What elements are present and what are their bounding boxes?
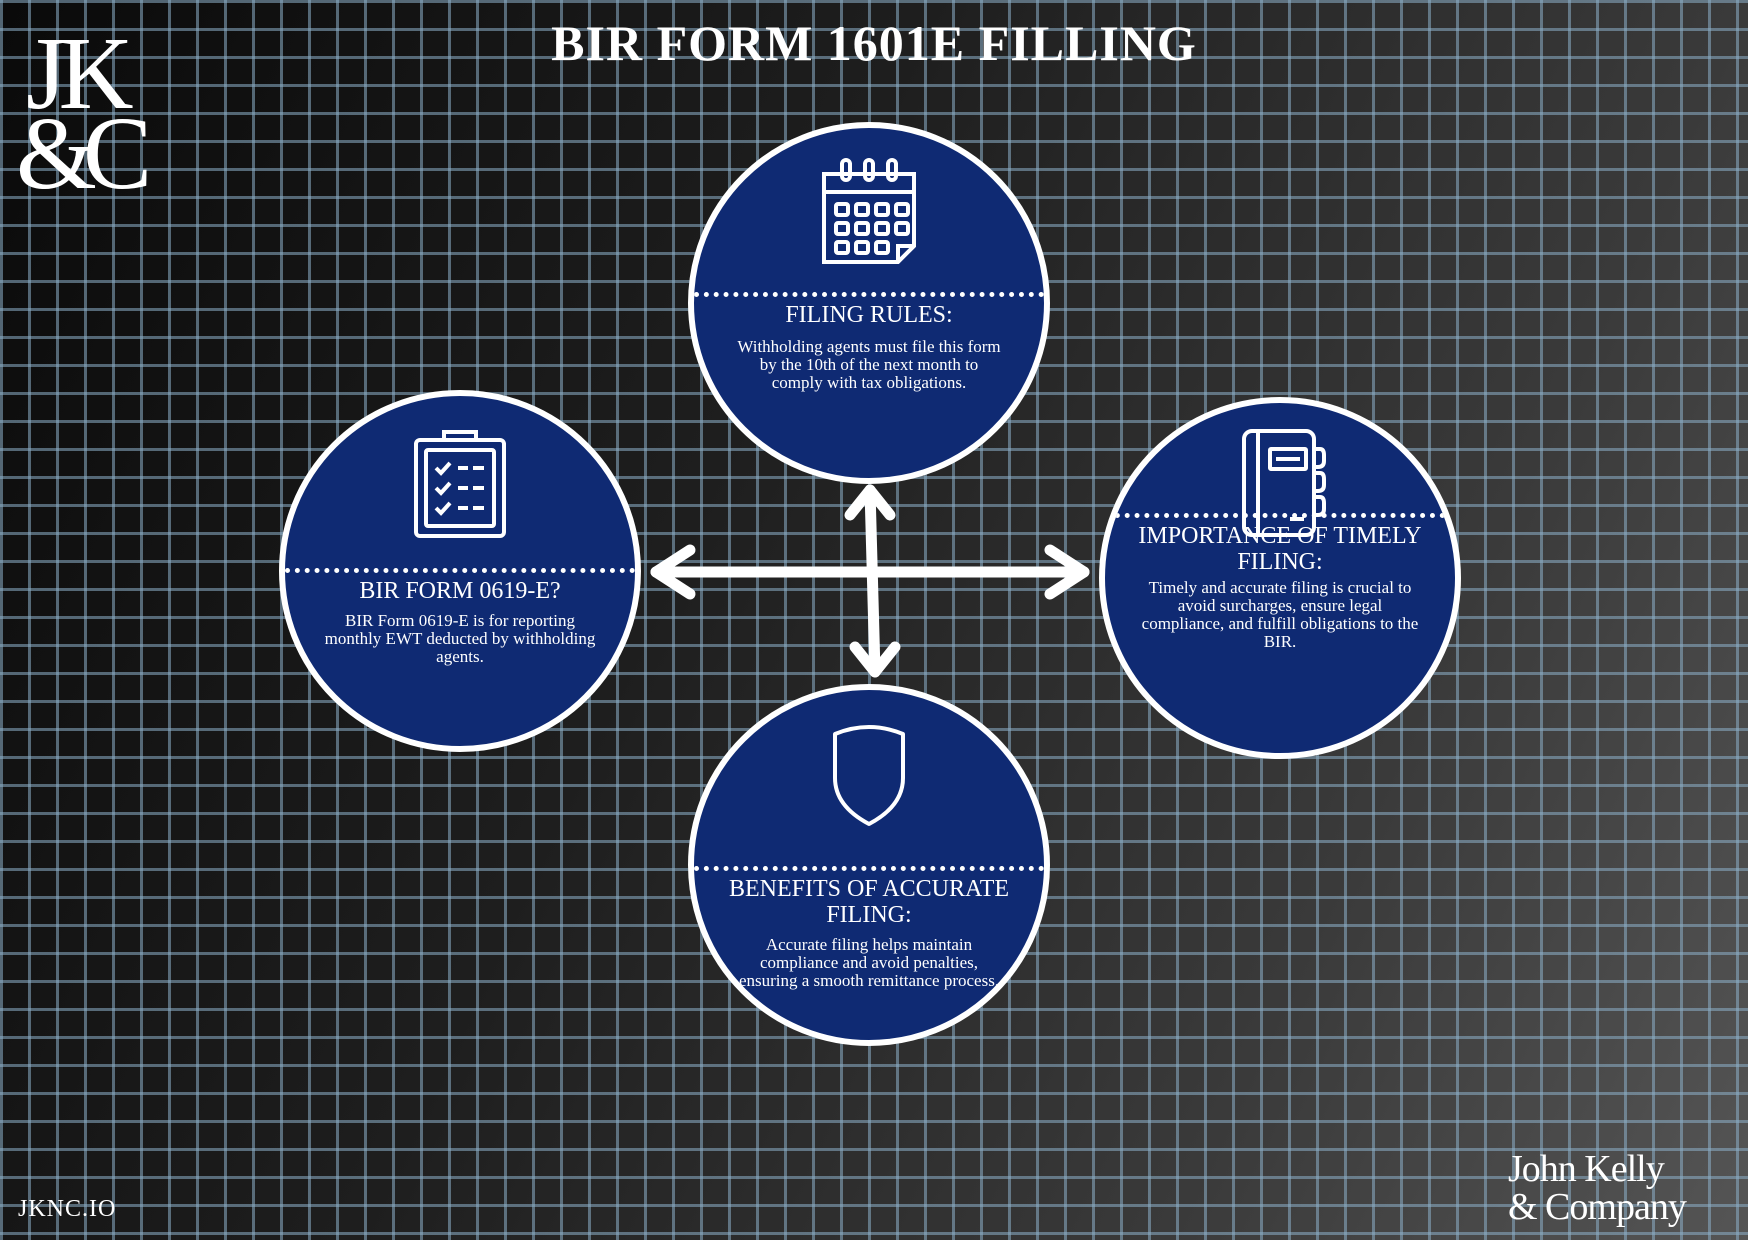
shield-icon (831, 724, 907, 833)
node-heading: BENEFITS OF ACCURATE FILING: (728, 876, 1010, 928)
vertical-connector (864, 484, 881, 678)
node-body: BIR Form 0619-E is for reporting monthly… (324, 611, 596, 666)
node-filing-rules: FILING RULES: Withholding agents must fi… (688, 122, 1050, 484)
node-heading: FILING RULES: (785, 302, 953, 328)
company-line-2: & Company (1508, 1186, 1687, 1228)
node-benefits-of-accurate-filing: BENEFITS OF ACCURATE FILING: Accurate fi… (688, 684, 1050, 1046)
calendar-icon (814, 154, 924, 277)
node-body: Timely and accurate filing is crucial to… (1141, 578, 1419, 651)
dotted-divider (1105, 513, 1455, 518)
right-arrowhead (1044, 544, 1090, 600)
dotted-divider (694, 292, 1044, 297)
node-body: Withholding agents must file this form b… (737, 337, 1001, 392)
logo-line-2: &C (16, 96, 152, 211)
left-arrowhead (650, 544, 696, 600)
node-body: Accurate filing helps maintain complianc… (738, 935, 1000, 990)
company-wordmark: John Kelly & Company (1508, 1150, 1738, 1226)
page-title: BIR FORM 1601E FILLING (551, 15, 1197, 71)
node-heading: IMPORTANCE OF TIMELY FILING: (1138, 523, 1422, 575)
clipboard-checklist-icon (410, 428, 510, 545)
logo-line-1: JK (26, 16, 134, 131)
dotted-divider (694, 866, 1044, 871)
jk-c-logo: JK &C (16, 16, 166, 206)
website-label: JKNC.IO (18, 1196, 117, 1222)
node-importance-of-timely-filing: IMPORTANCE OF TIMELY FILING: Timely and … (1099, 397, 1461, 759)
dotted-divider (285, 568, 635, 573)
node-heading: BIR FORM 0619-E? (359, 578, 561, 604)
company-line-1: John Kelly (1508, 1148, 1665, 1190)
down-arrowhead (849, 641, 901, 678)
up-arrowhead (844, 484, 896, 521)
node-bir-form-0619e: BIR FORM 0619-E? BIR Form 0619-E is for … (279, 390, 641, 752)
